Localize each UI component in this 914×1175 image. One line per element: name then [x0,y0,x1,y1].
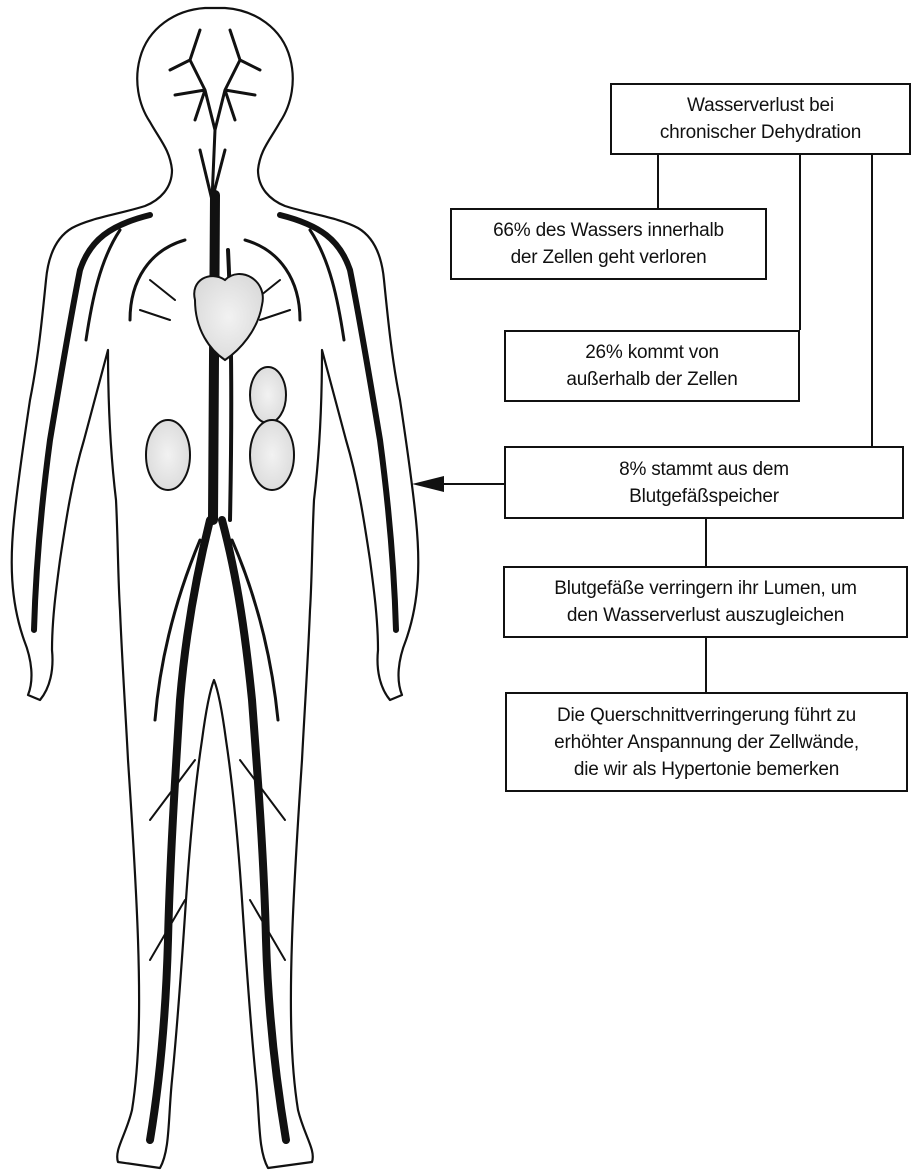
heart [194,274,263,360]
liver [250,367,286,423]
organs [146,274,294,490]
box-hypertension-line-2: erhöhter Anspannung der Zellwände, [554,729,859,756]
box-hypertension: Die Querschnittverringerung führt zu erh… [505,692,908,792]
box-dehydration: Wasserverlust bei chronischer Dehydratio… [610,83,911,155]
box-bloodstore-line-2: Blutgefäßspeicher [629,483,779,510]
box-intracellular-loss: 66% des Wassers innerhalb der Zellen geh… [450,208,767,280]
box-extracellular-loss: 26% kommt von außerhalb der Zellen [504,330,800,402]
box-extracellular-line-2: außerhalb der Zellen [566,366,737,393]
box-hypertension-line-3: die wir als Hypertonie bemerken [574,756,839,783]
box-hypertension-line-1: Die Querschnittverringerung führt zu [557,702,856,729]
box-dehydration-line-1: Wasserverlust bei [687,92,834,119]
box-lumen-line-1: Blutgefäße verringern ihr Lumen, um [554,575,856,602]
box-bloodstore-line-1: 8% stammt aus dem [619,456,789,483]
box-lumen-line-2: den Wasserverlust auszugleichen [567,602,844,629]
right-kidney [250,420,294,490]
box-lumen-reduction: Blutgefäße verringern ihr Lumen, um den … [503,566,908,638]
box-dehydration-line-2: chronischer Dehydration [660,119,861,146]
human-figure-illustration [12,8,419,1168]
box-intracellular-line-2: der Zellen geht verloren [511,244,707,271]
box-intracellular-line-1: 66% des Wassers innerhalb [493,217,724,244]
arrow-head-icon [412,476,444,492]
box-extracellular-line-1: 26% kommt von [585,339,719,366]
left-kidney [146,420,190,490]
body-outline [12,8,419,1168]
box-blood-vessel-store: 8% stammt aus dem Blutgefäßspeicher [504,446,904,519]
